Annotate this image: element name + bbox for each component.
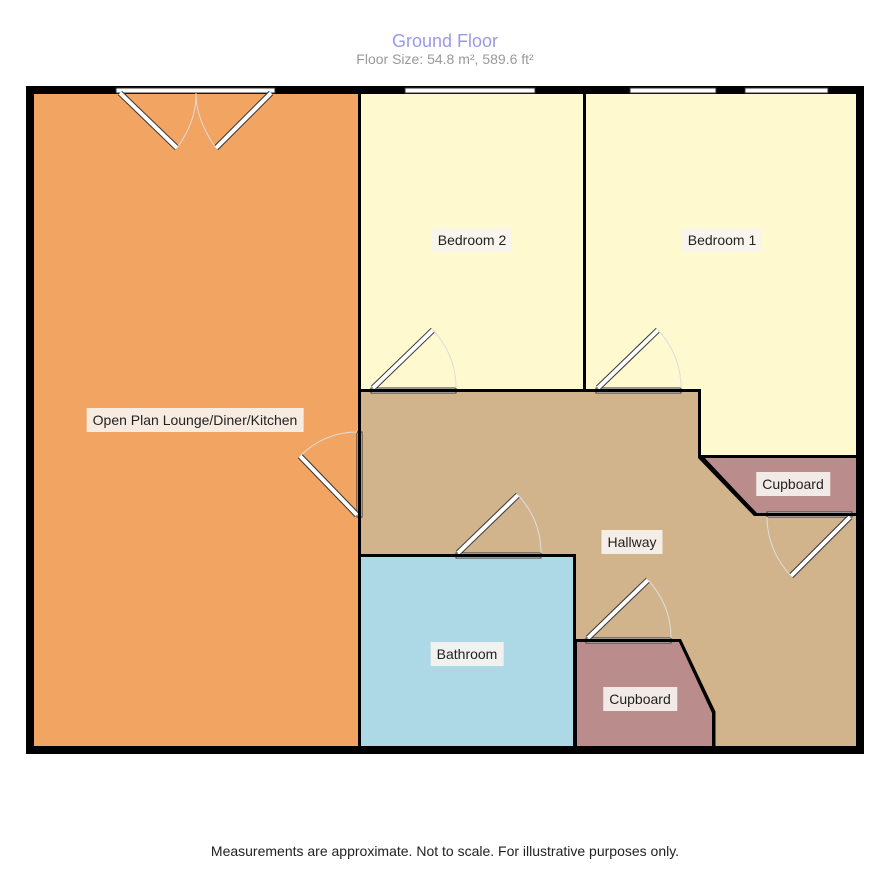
- room-hallway: [361, 392, 856, 746]
- floor-title: Ground Floor: [391, 31, 499, 51]
- window: [115, 87, 276, 94]
- room-label-cupboard-2: Cupboard: [603, 687, 677, 711]
- floor-size: Floor Size: 54.8 m², 589.6 ft²: [356, 51, 534, 67]
- room-bedroom-1: [586, 94, 856, 455]
- window: [629, 87, 717, 94]
- disclaimer: Measurements are approximate. Not to sca…: [210, 843, 680, 859]
- room-label-bathroom: Bathroom: [430, 642, 504, 666]
- window: [404, 87, 536, 94]
- room-label-hallway: Hallway: [601, 530, 663, 554]
- room-label-cupboard-1: Cupboard: [756, 472, 830, 496]
- window: [744, 87, 829, 94]
- room-label-bedroom-1: Bedroom 1: [681, 228, 763, 252]
- room-label-bedroom-2: Bedroom 2: [431, 228, 513, 252]
- room-label-lounge: Open Plan Lounge/Diner/Kitchen: [86, 408, 304, 432]
